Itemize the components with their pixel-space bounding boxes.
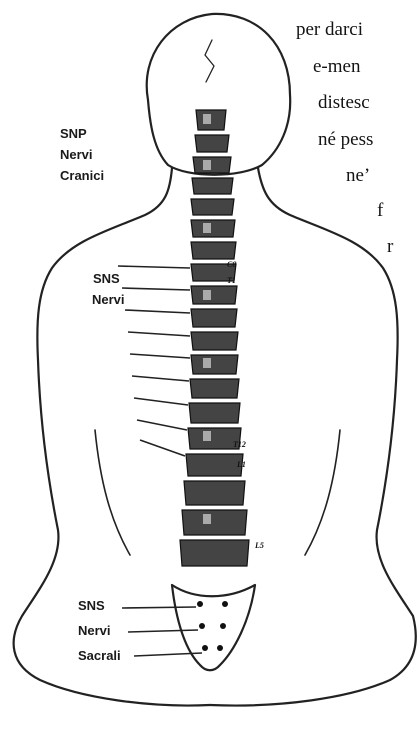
skull-crack — [205, 40, 214, 82]
label-nervi-thoracic: Nervi — [92, 293, 125, 306]
prose-line-5: ne’ — [346, 166, 370, 185]
label-snp: SNP — [60, 127, 87, 140]
prose-line-7: r — [387, 237, 393, 256]
sacral-foramina — [197, 601, 228, 651]
prose-line-4: né pess — [318, 130, 373, 149]
vertebra-label-t12: T12 — [233, 441, 246, 449]
right-arm-inner — [305, 430, 340, 555]
body-right-outline — [210, 168, 416, 706]
prose-line-2: e-men — [313, 57, 360, 76]
thoracic-nerve-lines — [118, 266, 190, 456]
prose-line-6: f — [377, 201, 383, 220]
label-cranici: Cranici — [60, 169, 104, 182]
sacral-nerve-lines — [122, 607, 202, 656]
vertebra-label-l1: L1 — [237, 461, 246, 469]
vertebra-label-t1: T1 — [227, 277, 236, 285]
label-sns-sacral: SNS — [78, 599, 105, 612]
label-nervi-sacral: Nervi — [78, 624, 111, 637]
body-left-outline — [14, 168, 210, 706]
prose-line-1: per darci — [296, 20, 363, 39]
label-sns-thoracic: SNS — [93, 272, 120, 285]
left-arm-inner — [95, 430, 130, 555]
prose-line-3: distesc — [318, 93, 370, 112]
sacrum — [172, 585, 255, 670]
vertebra-label-l5: L5 — [255, 542, 264, 550]
label-nervi-cranici: Nervi — [60, 148, 93, 161]
vertebra-label-c8: C8 — [227, 261, 236, 269]
spinal-column — [180, 110, 249, 566]
label-sacrali: Sacrali — [78, 649, 121, 662]
